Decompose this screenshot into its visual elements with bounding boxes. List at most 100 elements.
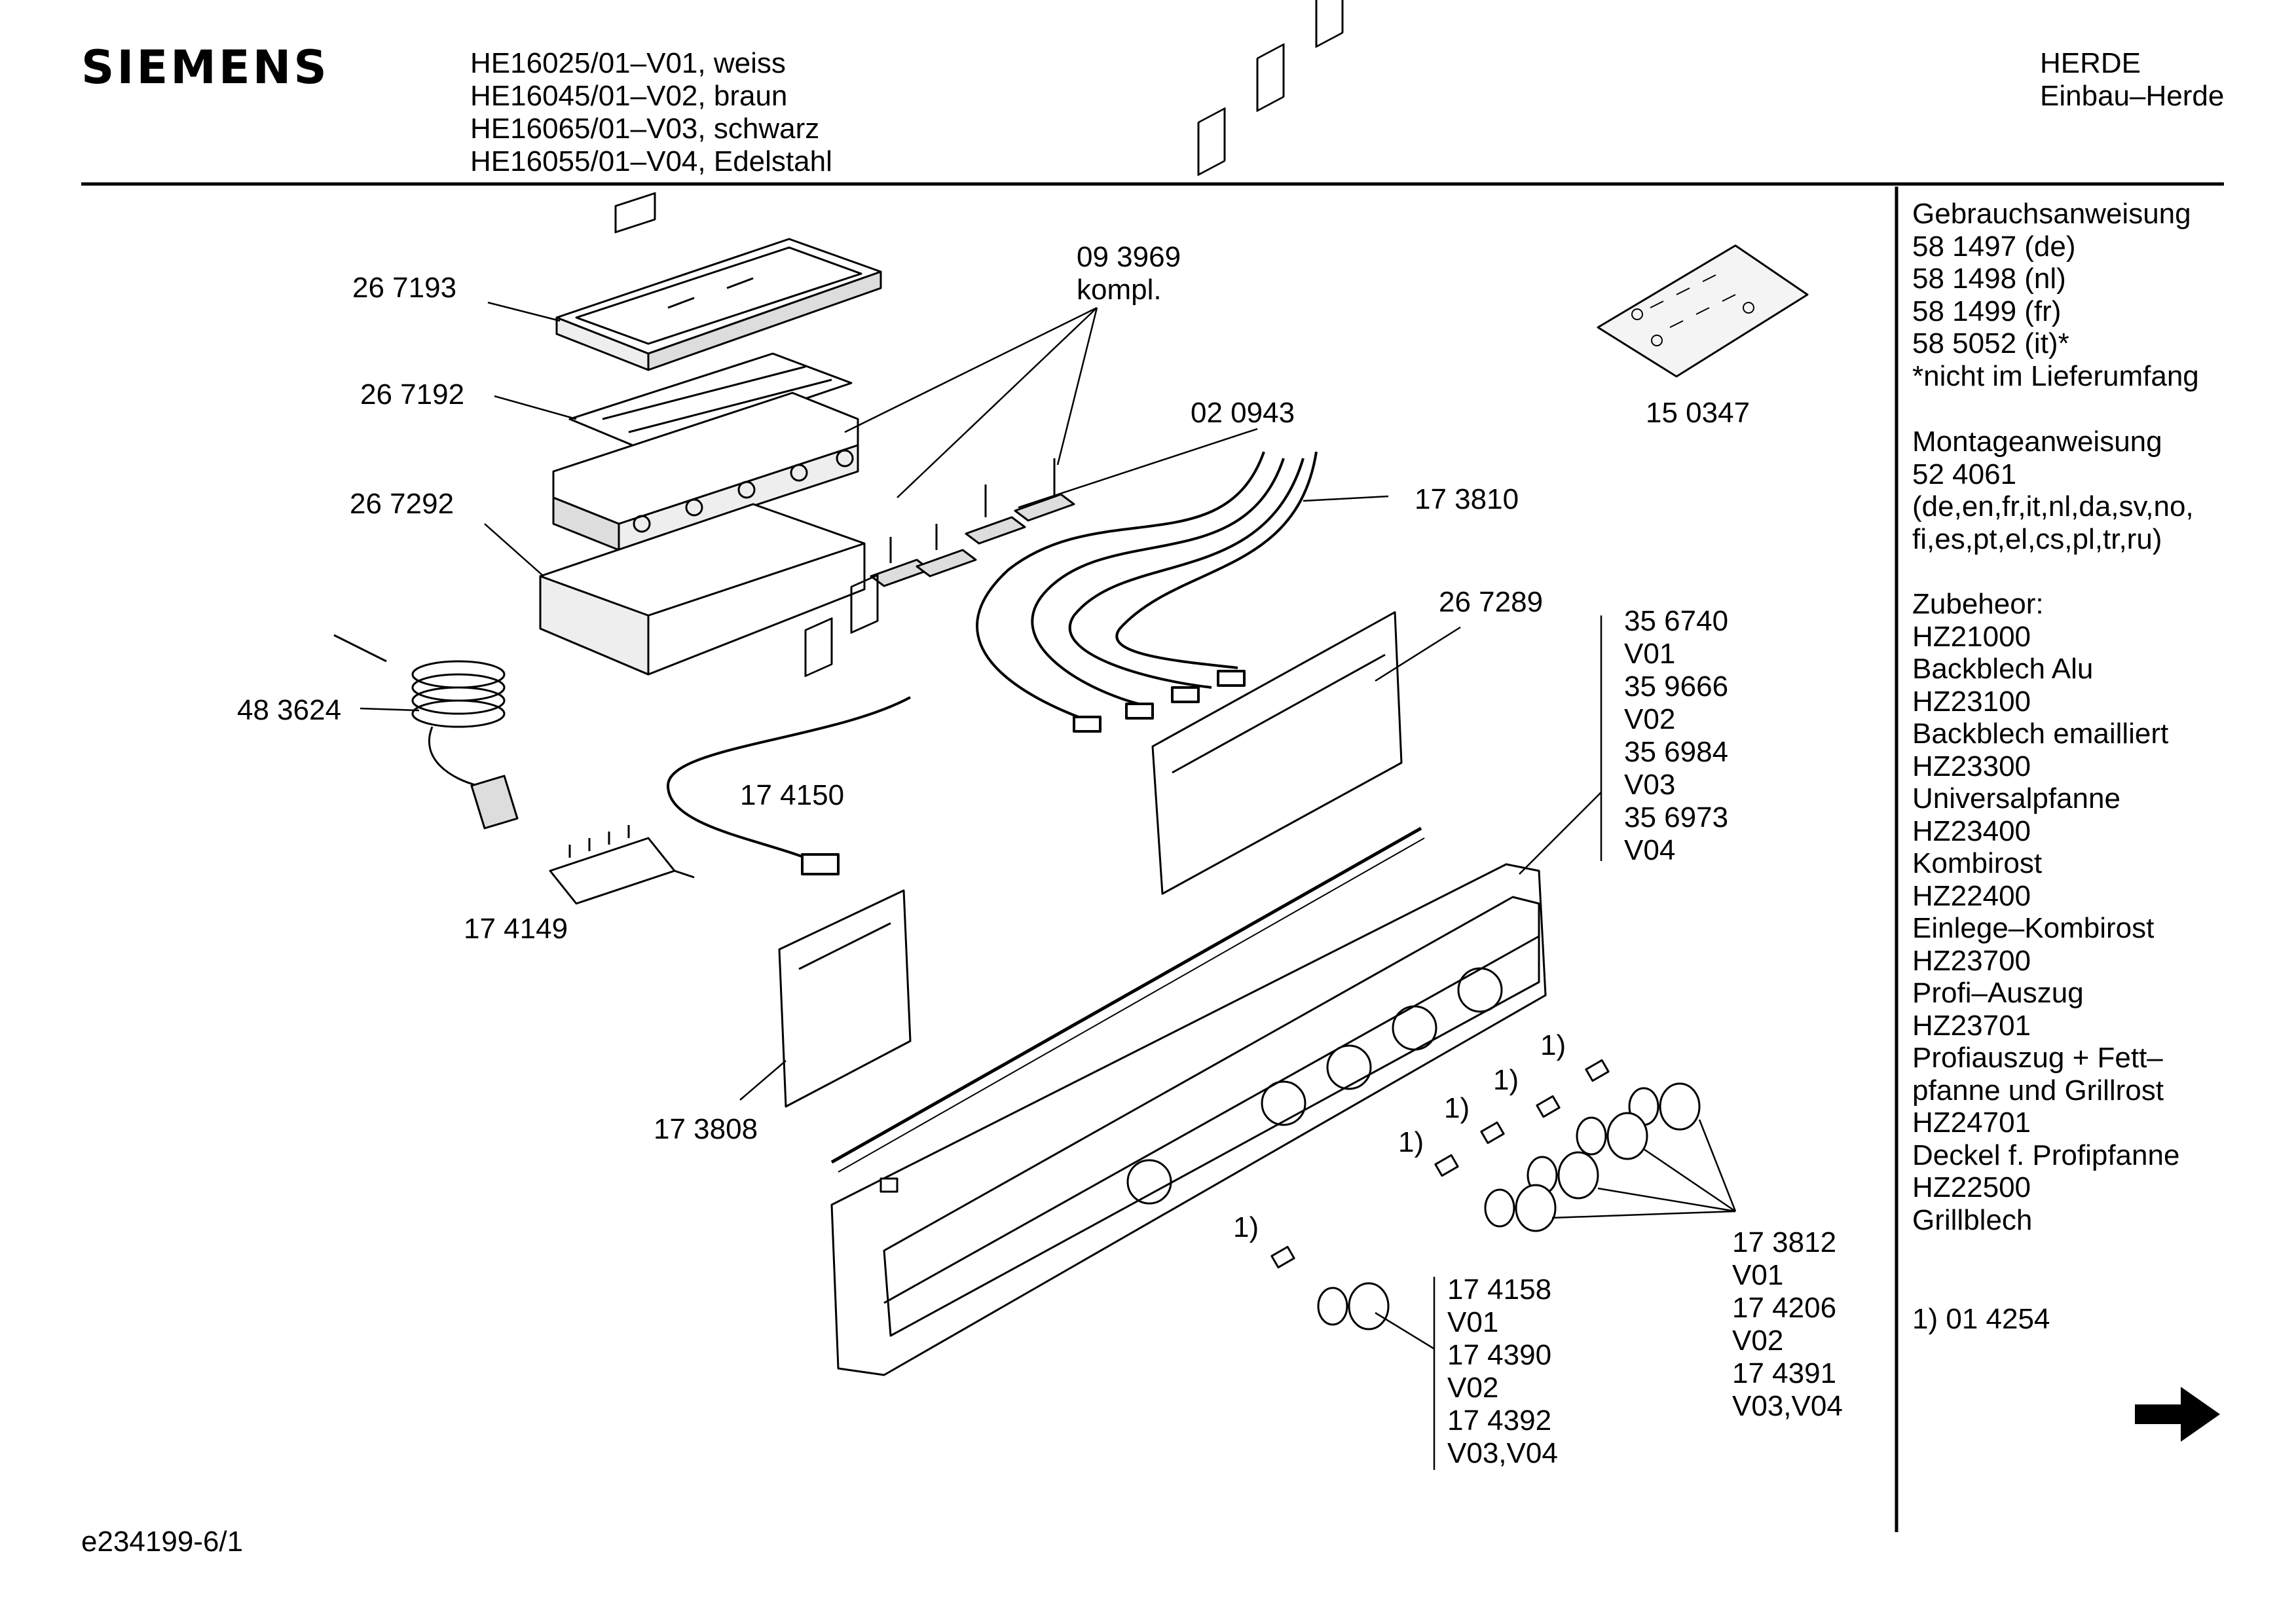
part-label: 26 7292 [350,488,454,520]
variant-item: V01 [1732,1259,1784,1291]
part-label: 26 7289 [1439,586,1544,618]
switch-plate-part [1151,0,1403,895]
small-switch-plate-part [778,574,912,1108]
selector-switch-part [549,825,695,905]
sidebar-footnote: 1) 01 4254 [1912,1303,2050,1335]
category-line: Einbau–Herde [2040,80,2225,112]
lamp-cable-part [667,696,911,875]
variant-item: V02 [1732,1325,1784,1357]
variant-item: V02 [1624,703,1676,735]
accessory-item: pfanne und Grillrost [1912,1074,2164,1107]
arrow-right-icon[interactable] [2132,1382,2223,1447]
accessory-item: HZ22500 [1912,1171,2031,1203]
install-item: fi,es,pt,el,cs,pl,tr,ru) [1912,522,2162,555]
footnote-mark: 1) [1398,1126,1424,1158]
variant-item: 17 4158 [1447,1273,1552,1306]
variant-item: 35 6973 [1624,801,1729,833]
part-label: 48 3624 [237,694,342,726]
accessory-item: Einlege–Kombirost [1912,912,2155,944]
sidebar-manuals: Gebrauchsanweisung 58 1497 (de) 58 1498 … [1912,198,2199,392]
variant-list: 17 3812 V01 17 4206 V02 17 4391 V03,V04 [1732,1226,1843,1423]
variant-item: V01 [1447,1306,1499,1338]
variant-item: 17 4391 [1732,1357,1837,1389]
leader-lines [360,301,1737,1470]
footnote-mark: 1) [1233,1211,1259,1243]
screw-bag-part [1597,244,1809,378]
accessory-item: HZ24701 [1912,1107,2031,1139]
switch-bracket-part [568,192,853,453]
variant-item: 35 6984 [1624,736,1729,768]
variant-item: 17 4392 [1447,1404,1552,1437]
manual-item: 58 1498 (nl) [1912,263,2066,295]
model-line: HE16055/01–V04, Edelstahl [470,145,832,177]
category: HERDE Einbau–Herde [2040,47,2224,113]
variant-item: V03,V04 [1447,1437,1558,1469]
part-label: 26 7192 [360,378,465,411]
part-label: 17 3808 [654,1113,758,1145]
variant-item: 17 3812 [1732,1226,1837,1258]
control-panel-part [830,826,1547,1376]
install-item: 52 4061 [1912,458,2017,490]
install-heading: Montageanweisung [1912,426,2162,458]
temperature-sensor-part [333,634,519,830]
document-id: e234199-6/1 [81,1526,244,1558]
variant-list: 35 6740 V01 35 9666 V02 35 6984 V03 35 6… [1624,605,1728,867]
accessory-item: Profi–Auszug [1912,977,2084,1009]
part-label: 17 4150 [740,779,845,811]
part-label: 26 7193 [352,272,457,304]
variant-item: V03 [1624,769,1676,801]
accessory-item: Grillblech [1912,1203,2033,1236]
accessory-item: Kombirost [1912,847,2043,879]
variant-item: V04 [1624,834,1676,866]
sidebar-installation: Montageanweisung 52 4061 (de,en,fr,it,nl… [1912,426,2194,555]
brand-logo: SIEMENS [81,41,329,94]
model-list: HE16025/01–V01, weiss HE16045/01–V02, br… [470,47,832,178]
model-line: HE16025/01–V01, weiss [470,47,786,79]
manual-item: 58 5052 (it)* [1912,327,2069,359]
footnote-mark: 1) [1444,1092,1470,1124]
variant-item: 35 6740 [1624,605,1729,637]
part-label: 02 0943 [1191,397,1295,429]
accessory-item: HZ22400 [1912,879,2031,912]
manual-heading: Gebrauchsanweisung [1912,198,2191,230]
install-item: (de,en,fr,it,nl,da,sv,no, [1912,490,2194,522]
accessory-item: HZ23300 [1912,750,2031,782]
part-note: kompl. [1077,274,1162,306]
accessory-item: HZ23701 [1912,1009,2031,1042]
manual-item: 58 1499 (fr) [1912,295,2062,327]
accessory-item: HZ23100 [1912,685,2031,718]
part-number: 09 3969 [1077,241,1181,273]
switch-connector-parts [870,458,1075,587]
accessory-item: HZ23400 [1912,815,2031,847]
part-label: 17 3810 [1415,483,1519,515]
part-label: 15 0347 [1646,397,1750,429]
manual-note: *nicht im Lieferumfang [1912,359,2199,392]
accessories-heading: Zubeheor: [1912,588,2044,620]
variant-item: V02 [1447,1372,1499,1404]
part-label: 17 4149 [464,913,568,945]
variant-item: 17 4206 [1732,1292,1837,1324]
category-line: HERDE [2040,47,2141,79]
switch-housing-part [539,392,866,676]
accessory-item: HZ23700 [1912,944,2031,977]
clip-parts [1270,1059,1610,1269]
footnote-mark: 1) [1540,1029,1566,1061]
variant-item: V03,V04 [1732,1390,1843,1422]
variant-item: 35 9666 [1624,670,1729,703]
sidebar-accessories: Zubeheor: HZ21000 Backblech Alu HZ23100 … [1912,588,2179,1236]
model-line: HE16045/01–V02, braun [470,80,788,112]
accessory-item: Universalpfanne [1912,782,2120,815]
top-frame-part [555,238,882,371]
model-line: HE16065/01–V03, schwarz [470,113,820,145]
accessory-item: Deckel f. Profipfanne [1912,1139,2180,1171]
accessory-item: Backblech emailliert [1912,718,2169,750]
part-label: 09 3969 kompl. [1077,241,1181,306]
cable-harness-part [976,451,1318,733]
accessory-item: Profiauszug + Fett– [1912,1042,2163,1074]
variant-item: V01 [1624,638,1676,670]
footnote-mark: 1) [1493,1064,1519,1096]
accessory-item: Backblech Alu [1912,653,2094,685]
control-knob-parts [1317,1082,1701,1330]
variant-item: 17 4390 [1447,1339,1552,1371]
